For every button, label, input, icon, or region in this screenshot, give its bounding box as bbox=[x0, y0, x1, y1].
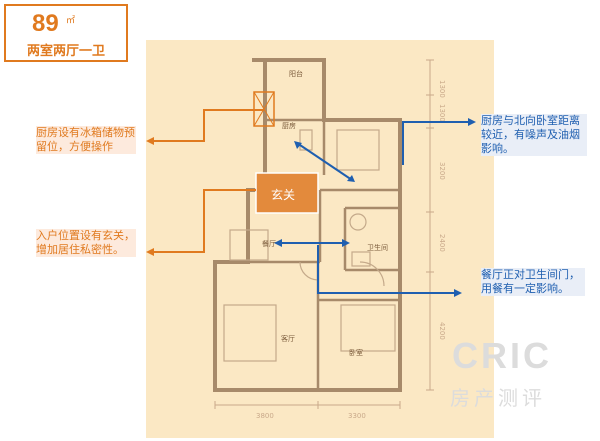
note-kitchen-bedroom: 厨房与北向卧室距离较近，有噪声及油烟影响。 bbox=[481, 114, 587, 156]
dim-bottom-lines bbox=[214, 401, 401, 409]
area-value: 89 bbox=[32, 10, 59, 37]
area-header: 89 ㎡ 两室两厅一卫 bbox=[4, 4, 128, 62]
dim-right-lines bbox=[426, 59, 434, 391]
blue-arrowhead-5 bbox=[454, 289, 462, 297]
blue-arrowhead-2 bbox=[468, 118, 476, 126]
dim-right-1: 1300 bbox=[438, 104, 446, 122]
room-label-bathroom: 卫生间 bbox=[367, 243, 388, 252]
room-label-foyer: 玄关 bbox=[271, 187, 295, 202]
dim-right-4: 4200 bbox=[438, 322, 446, 340]
layout-type: 两室两厅一卫 bbox=[26, 44, 105, 59]
dim-bottom-0: 3800 bbox=[256, 412, 274, 420]
note-kitchen-storage: 厨房设有冰箱储物预留位，方便操作 bbox=[36, 126, 136, 154]
watermark-brand: CRIC bbox=[452, 335, 552, 376]
dim-right-3: 2400 bbox=[438, 234, 446, 252]
room-label-bedroom: 卧室 bbox=[349, 348, 363, 357]
room-label-balcony: 阳台 bbox=[289, 69, 303, 78]
dim-bottom-1: 3300 bbox=[348, 412, 366, 420]
area-unit: ㎡ bbox=[66, 15, 76, 25]
orange-connectors bbox=[150, 109, 264, 253]
room-label-dining: 餐厅 bbox=[262, 239, 276, 248]
blue-arrowhead-4 bbox=[342, 239, 350, 247]
dim-right-2: 3200 bbox=[438, 162, 446, 180]
watermark-sub: 房产测评 bbox=[450, 388, 546, 410]
note-dining-bathroom: 餐厅正对卫生间门，用餐有一定影响。 bbox=[481, 268, 585, 296]
room-label-living: 客厅 bbox=[281, 334, 295, 343]
orange-arrowhead-0 bbox=[146, 137, 154, 145]
blue-arrowhead-3 bbox=[274, 239, 282, 247]
foyer-block bbox=[255, 172, 319, 214]
blue-arrowhead-0 bbox=[294, 141, 302, 149]
walls bbox=[213, 58, 402, 392]
orange-arrowhead-1 bbox=[146, 248, 154, 256]
blue-arrowhead-1 bbox=[347, 175, 355, 182]
furniture bbox=[223, 129, 396, 362]
blue-connectors bbox=[278, 121, 472, 294]
dim-right-0: 1300 bbox=[438, 80, 446, 98]
note-entrance-privacy: 入户位置设有玄关，增加居住私密性。 bbox=[36, 229, 136, 257]
room-label-kitchen: 厨房 bbox=[282, 121, 296, 130]
